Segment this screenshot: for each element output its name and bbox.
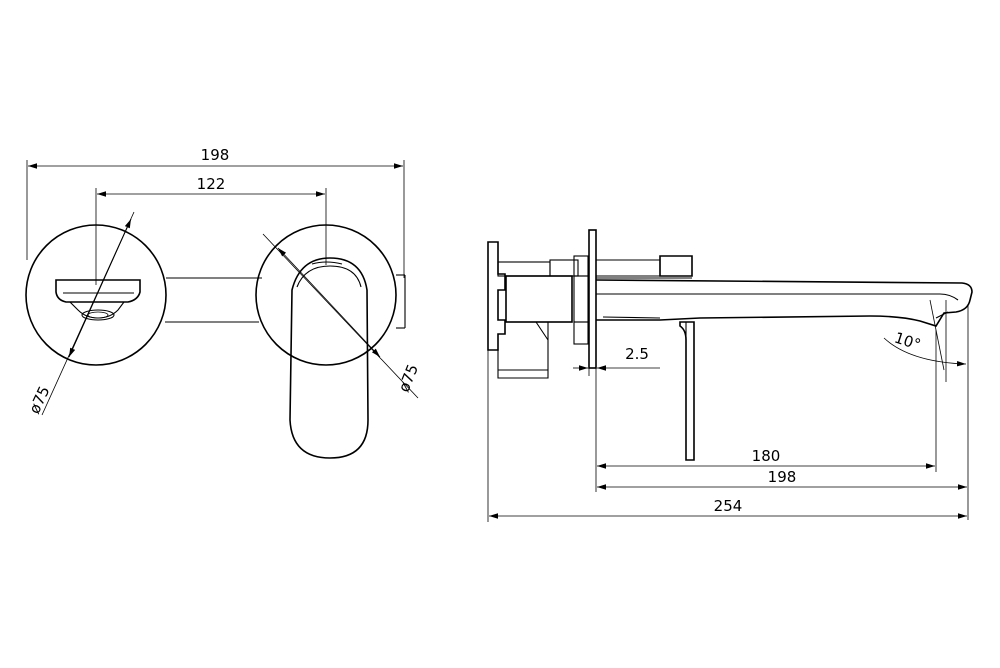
dimension-overall-width: 198 xyxy=(26,146,405,278)
connecting-body xyxy=(165,277,262,323)
valve-body xyxy=(596,255,693,279)
dimension-center-distance: 122 xyxy=(95,175,327,285)
dimension-plate-to-tip: 198 xyxy=(597,304,969,520)
dimension-handle-plate-diameter: ø75 xyxy=(262,233,422,399)
spout-wall-plate xyxy=(25,224,167,366)
front-view: 198 122 xyxy=(25,146,422,459)
mounting-bracket xyxy=(487,241,589,379)
dimension-overall-depth: 254 xyxy=(487,350,967,522)
spout-plate-diameter-label: ø75 xyxy=(25,383,53,416)
handle-plate-diameter-label: ø75 xyxy=(395,362,422,395)
spout-reach-label: 180 xyxy=(752,447,781,465)
dimension-plate-thickness: 2.5 xyxy=(573,345,660,376)
overall-depth-label: 254 xyxy=(714,497,743,515)
dimension-spout-plate-diameter: ø75 xyxy=(25,211,135,416)
handle-wall-plate xyxy=(255,224,406,366)
lever-handle-side xyxy=(679,321,695,461)
spout-side xyxy=(595,279,973,327)
dimension-spout-reach: 180 xyxy=(595,330,937,492)
side-view: 2.5 10° 180 198 254 xyxy=(487,229,973,522)
plate-to-tip-label: 198 xyxy=(768,468,797,486)
plate-thickness-label: 2.5 xyxy=(625,345,649,363)
spout-angle-label: 10° xyxy=(892,329,923,354)
overall-width-label: 198 xyxy=(201,146,230,164)
center-distance-label: 122 xyxy=(197,175,226,193)
wall-plate-side xyxy=(588,229,597,369)
